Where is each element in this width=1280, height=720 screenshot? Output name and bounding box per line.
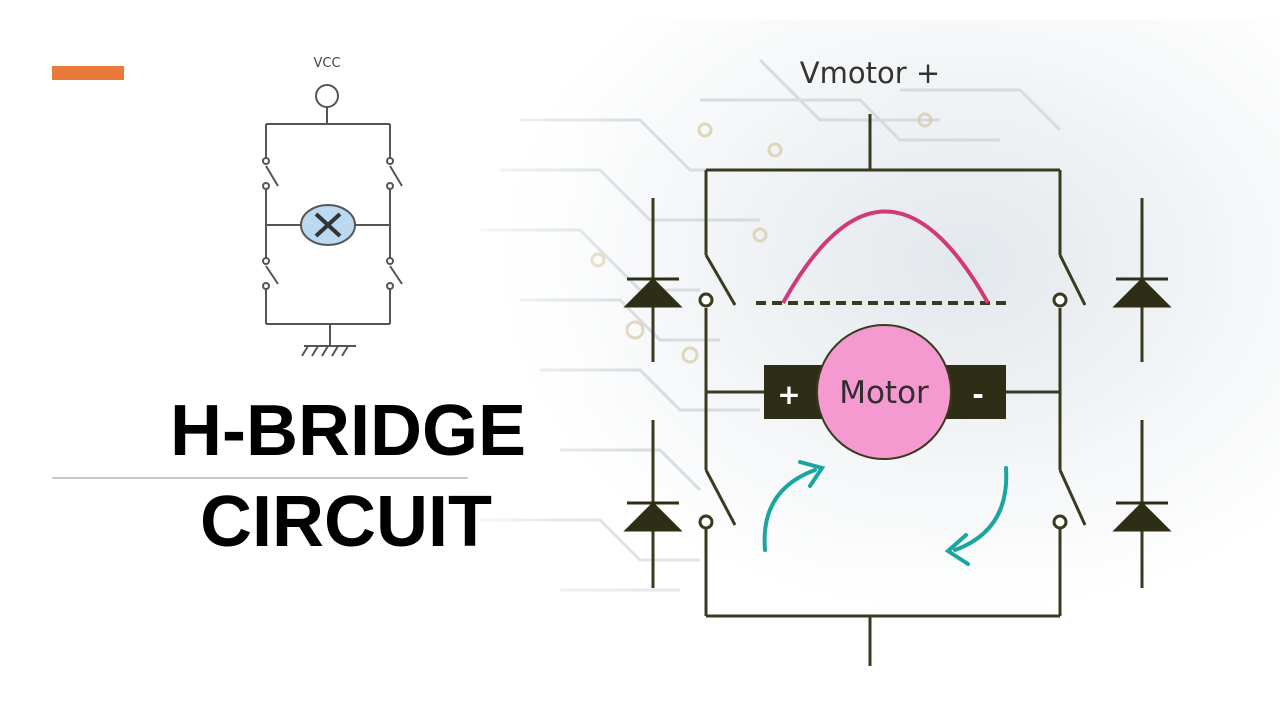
switch-contact: [1052, 514, 1068, 530]
switch-contact: [698, 292, 714, 308]
current-arrow-up: [762, 468, 817, 552]
switch-contact: [698, 514, 714, 530]
diode-icon: [1112, 277, 1172, 308]
title-line-1: H-BRIDGE: [170, 391, 526, 471]
accent-bar: [52, 66, 124, 80]
current-arrow-down: [953, 466, 1009, 552]
vcc-label: VCC: [313, 56, 340, 71]
current-arrow-up-head: [798, 460, 826, 488]
diode-icon: [623, 501, 683, 532]
diode-icon: [623, 277, 683, 308]
motor-negative-terminal: [946, 365, 1006, 419]
title-line-2: CIRCUIT: [200, 482, 492, 562]
lamp-icon: [300, 204, 356, 246]
vmotor-label: Vmotor +: [800, 56, 940, 90]
switch-contact: [1052, 292, 1068, 308]
motor-positive-terminal: [764, 365, 824, 419]
motor-icon: [816, 324, 952, 460]
motor-label: Motor: [839, 375, 929, 411]
motor-positive-label: +: [777, 378, 800, 411]
motor-negative-label: -: [972, 378, 984, 411]
diode-icon: [1112, 501, 1172, 532]
waveform-arc: [781, 209, 990, 304]
title-divider: [52, 477, 468, 479]
current-arrow-down-head: [944, 533, 970, 566]
